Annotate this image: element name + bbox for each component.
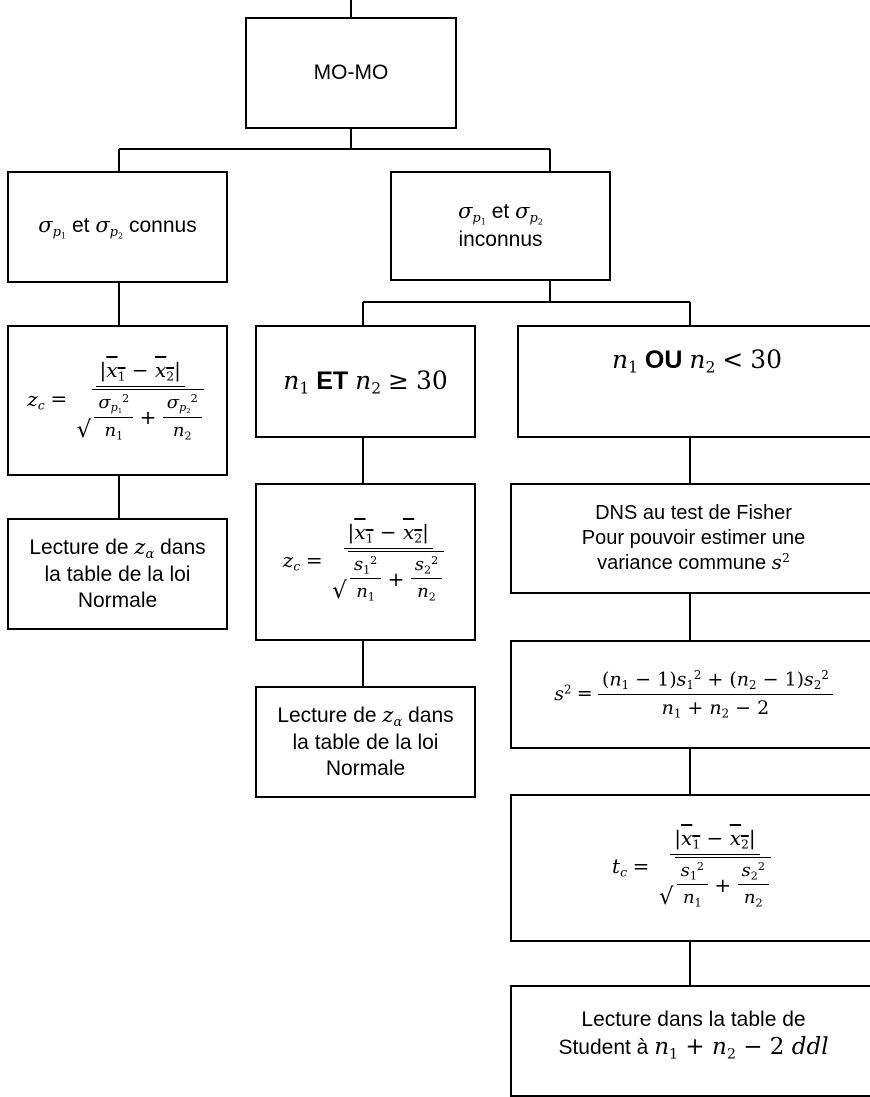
pooled-variance-formula: s2 = (n1 − 1)s12 + (n2 − 1)s22 n1 + n2 −… [554, 668, 833, 721]
lecture-left-line3: Normale [77, 588, 158, 612]
lecture-normal-left-node: Lecture de zα dans la table de la loi No… [7, 518, 228, 630]
fisher-test-node: DNS au test de Fisher Pour pouvoir estim… [510, 483, 870, 594]
large-et-text: ET [316, 366, 349, 395]
lecture-mid-line3: Normale [325, 756, 406, 780]
fisher-line1: DNS au test de Fisher [595, 502, 792, 525]
root-node: MO-MO [245, 17, 457, 129]
small-sample-label: n1 OU n2 < 30 [611, 345, 783, 377]
fisher-line2: Pour pouvoir estimer une [581, 526, 806, 549]
known-connus-text: connus [128, 213, 197, 237]
large-value: 30 [415, 365, 448, 395]
student-ddl: ddl [791, 1033, 829, 1060]
large-sample-node: n1 ET n2 ≥ 30 [255, 325, 476, 438]
student-lecture-node: Lecture dans la table de Student à n1 + … [510, 985, 870, 1097]
fisher-line3: variance commune [597, 552, 767, 575]
student-line2-pre: Student à [558, 1035, 649, 1059]
small-value: 30 [750, 345, 783, 374]
root-label: MO-MO [313, 61, 389, 85]
lecture-normal-mid-node: Lecture de zα dans la table de la loi No… [255, 686, 476, 798]
student-lecture-label: Lecture dans la table de Student à n1 + … [558, 1008, 829, 1062]
small-sample-node: n1 OU n2 < 30 [517, 325, 870, 438]
lecture-left-line2: la table de la loi [44, 563, 191, 587]
known-sigma-node: σp1 et σp2 connus [7, 171, 228, 283]
lecture-left-pre: Lecture de [29, 535, 129, 559]
fisher-test-label: DNS au test de Fisher Pour pouvoir estim… [581, 502, 806, 575]
unknown-sigma-label: σp1 et σp2 inconnus [458, 199, 543, 252]
lecture-left-post: dans [160, 535, 206, 559]
lecture-mid-line2: la table de la loi [292, 731, 439, 755]
unknown-sigma-node: σp1 et σp2 inconnus [390, 171, 611, 281]
small-ou-text: OU [644, 346, 683, 374]
known-et-text: et [71, 213, 90, 237]
pooled-variance-formula-node: s2 = (n1 − 1)s12 + (n2 − 1)s22 n1 + n2 −… [510, 640, 870, 749]
large-sample-label: n1 ET n2 ≥ 30 [283, 365, 448, 398]
student-line1: Lecture dans la table de [581, 1008, 806, 1031]
lecture-normal-mid-label: Lecture de zα dans la table de la loi No… [277, 702, 454, 780]
known-sigma-label: σp1 et σp2 connus [38, 212, 197, 241]
lecture-normal-left-label: Lecture de zα dans la table de la loi No… [29, 534, 206, 612]
unknown-et-text: et [491, 200, 510, 224]
unknown-inconnus-text: inconnus [458, 228, 543, 252]
lecture-mid-pre: Lecture de [277, 703, 377, 727]
lecture-mid-post: dans [408, 703, 454, 727]
